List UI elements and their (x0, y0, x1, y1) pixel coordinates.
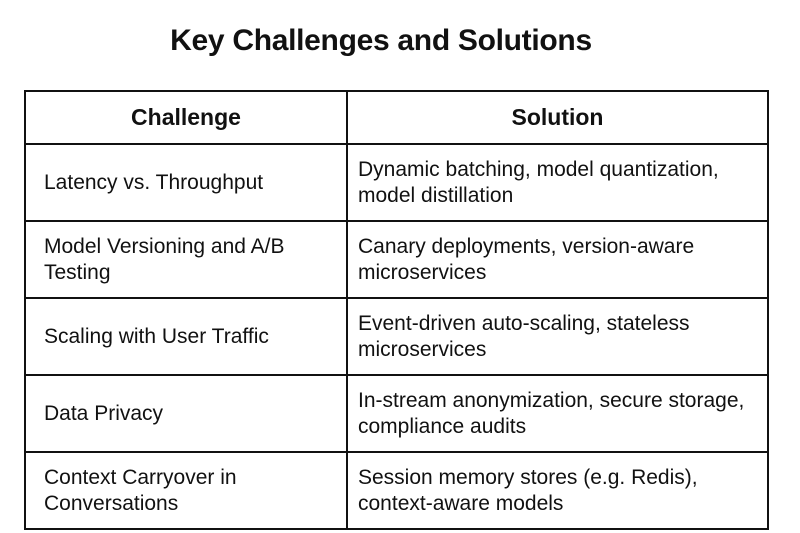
table-row: Context Carryover in Conversations Sessi… (24, 451, 769, 530)
solution-cell: Dynamic batching, model quantization, mo… (346, 143, 769, 222)
challenge-cell: Data Privacy (24, 374, 348, 453)
challenge-cell: Model Versioning and A/B Testing (24, 220, 348, 299)
solution-cell: Canary deployments, version-aware micros… (346, 220, 769, 299)
challenge-cell: Latency vs. Throughput (24, 143, 348, 222)
page-title: Key Challenges and Solutions (170, 24, 592, 57)
challenge-cell: Context Carryover in Conversations (24, 451, 348, 530)
table-row: Latency vs. Throughput Dynamic batching,… (24, 143, 769, 222)
table-row: Model Versioning and A/B Testing Canary … (24, 220, 769, 299)
table-row: Scaling with User Traffic Event-driven a… (24, 297, 769, 376)
table-header-row: Challenge Solution (24, 90, 769, 145)
column-header-challenge: Challenge (24, 90, 348, 145)
table-row: Data Privacy In-stream anonymization, se… (24, 374, 769, 453)
column-header-solution: Solution (346, 90, 769, 145)
solution-cell: In-stream anonymization, secure storage,… (346, 374, 769, 453)
challenge-cell: Scaling with User Traffic (24, 297, 348, 376)
solution-cell: Session memory stores (e.g. Redis), cont… (346, 451, 769, 530)
solution-cell: Event-driven auto-scaling, stateless mic… (346, 297, 769, 376)
challenges-table: Challenge Solution Latency vs. Throughpu… (24, 90, 769, 530)
